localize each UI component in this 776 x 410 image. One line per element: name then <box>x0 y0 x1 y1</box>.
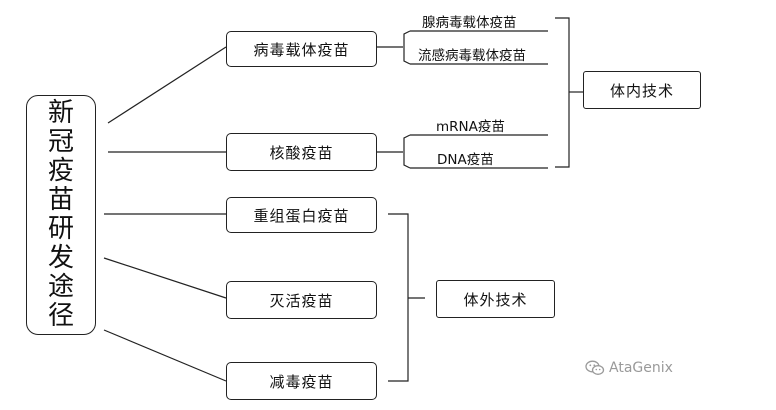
group-in-vivo-label: 体内技术 <box>609 81 674 100</box>
node-inactivated-label: 灭活疫苗 <box>269 291 334 310</box>
node-nucleic-acid: 核酸疫苗 <box>226 133 377 171</box>
group-in-vitro-label: 体外技术 <box>463 290 528 309</box>
node-viral-vector: 病毒载体疫苗 <box>226 31 377 67</box>
watermark-text: AtaGenix <box>609 360 673 376</box>
leaf-mrna: mRNA疫苗 <box>436 119 505 135</box>
leaf-influenza: 流感病毒载体疫苗 <box>418 48 526 64</box>
wechat-icon <box>585 360 605 376</box>
node-attenuated-label: 减毒疫苗 <box>269 372 334 391</box>
node-viral-vector-label: 病毒载体疫苗 <box>253 40 350 59</box>
group-in-vivo: 体内技术 <box>583 71 701 109</box>
leaf-dna: DNA疫苗 <box>437 152 494 168</box>
watermark: AtaGenix <box>585 360 673 376</box>
group-in-vitro: 体外技术 <box>436 280 555 318</box>
node-nucleic-acid-label: 核酸疫苗 <box>269 143 334 162</box>
node-attenuated: 减毒疫苗 <box>226 362 377 400</box>
root-node: 新冠疫苗研发途径 <box>26 95 96 335</box>
node-recombinant-protein-label: 重组蛋白疫苗 <box>253 206 350 225</box>
node-inactivated: 灭活疫苗 <box>226 281 377 319</box>
node-recombinant-protein: 重组蛋白疫苗 <box>226 197 377 233</box>
root-label: 新冠疫苗研发途径 <box>47 98 74 331</box>
leaf-adenovirus: 腺病毒载体疫苗 <box>422 15 517 31</box>
